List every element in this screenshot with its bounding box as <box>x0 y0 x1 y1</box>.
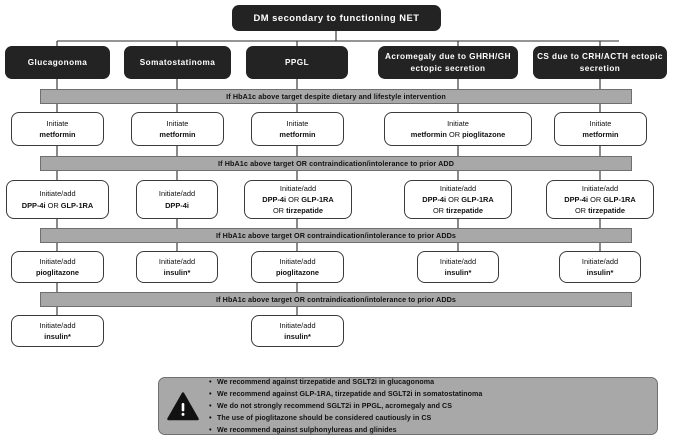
etiology-node-ppgl[interactable]: PPGL <box>246 46 348 79</box>
recommendations-note-box: We recommend against tirzepatide and SGL… <box>158 376 658 438</box>
treatment-line-2: DPP-4i OR GLP-1RA <box>422 194 494 204</box>
treatment-line-3: OR tirzepatide <box>574 206 626 216</box>
treatment-line-1: Initiate/add <box>439 183 477 193</box>
treatment-line-1: Initiate <box>46 118 69 128</box>
condition-bar-1: If HbA1c above target despite dietary an… <box>40 89 632 104</box>
treatment-text: Initiate metformin <box>279 118 315 140</box>
treatment-line-2: pioglitazone <box>35 268 80 277</box>
treatment-line-2: insulin* <box>586 268 614 277</box>
treatment-step4-col3[interactable]: Initiate/add insulin* <box>251 315 344 347</box>
treatment-step3-col1[interactable]: Initiate/add pioglitazone <box>11 251 104 283</box>
treatment-line-2: insulin* <box>163 268 191 277</box>
condition-bar-label: If HbA1c above target OR contraindicatio… <box>215 231 457 240</box>
treatment-line-2: DPP-4i OR GLP-1RA <box>564 194 636 204</box>
treatment-step2-col5[interactable]: Initiate/add DPP-4i OR GLP-1RA OR tirzep… <box>546 180 654 219</box>
treatment-line-2: metformin <box>582 130 619 139</box>
treatment-line-1: Initiate/add <box>581 183 619 193</box>
treatment-step3-col2[interactable]: Initiate/add insulin* <box>136 251 218 283</box>
treatment-step2-col3[interactable]: Initiate/add DPP-4i OR GLP-1RA OR tirzep… <box>244 180 352 219</box>
treatment-text: Initiate/add pioglitazone <box>276 256 319 278</box>
treatment-step1-col3[interactable]: Initiate metformin <box>251 112 344 146</box>
list-item: We recommend against tirzepatide and SGL… <box>209 376 482 389</box>
etiology-label: CS due to CRH/ACTH ectopic secretion <box>537 51 663 73</box>
etiology-node-somatostatinoma[interactable]: Somatostatinoma <box>124 46 231 79</box>
condition-bar-label: If HbA1c above target OR contraindicatio… <box>215 295 457 304</box>
etiology-node-acromegaly[interactable]: Acromegaly due to GHRH/GH ectopic secret… <box>378 46 518 79</box>
treatment-step1-col4[interactable]: Initiate metformin OR pioglitazone <box>384 112 532 146</box>
treatment-line-1: Initiate/add <box>279 320 316 330</box>
treatment-step2-col2[interactable]: Initiate/add DPP-4i <box>136 180 218 219</box>
treatment-line-2: metformin <box>279 130 316 139</box>
list-item: We do not strongly recommend SGLT2i in P… <box>209 400 482 413</box>
treatment-text: Initiate/add DPP-4i OR GLP-1RA OR tirzep… <box>564 183 635 216</box>
treatment-step3-col4[interactable]: Initiate/add insulin* <box>417 251 499 283</box>
list-item: We recommend against GLP-1RA, tirzepatid… <box>209 388 482 401</box>
treatment-line-1: Initiate/add <box>279 256 316 266</box>
treatment-line-2: pioglitazone <box>275 268 320 277</box>
treatment-text: Initiate/add insulin* <box>279 320 315 342</box>
treatment-text: Initiate/add insulin* <box>159 256 195 278</box>
treatment-text: Initiate/add pioglitazone <box>36 256 79 278</box>
condition-bar-4: If HbA1c above target OR contraindicatio… <box>40 292 632 307</box>
treatment-line-1: Initiate/add <box>39 189 76 199</box>
treatment-text: Initiate/add insulin* <box>582 256 618 278</box>
condition-bar-3: If HbA1c above target OR contraindicatio… <box>40 228 632 243</box>
recommendations-list: We recommend against tirzepatide and SGL… <box>206 376 482 438</box>
treatment-text: Initiate/add DPP-4i OR GLP-1RA OR tirzep… <box>422 183 493 216</box>
treatment-line-1: Initiate/add <box>158 189 196 199</box>
treatment-line-1: Initiate/add <box>39 256 76 266</box>
treatment-line-2: metformin OR pioglitazone <box>410 130 506 139</box>
condition-bar-2: If HbA1c above target OR contraindicatio… <box>40 156 632 171</box>
treatment-line-1: Initiate <box>589 118 612 128</box>
treatment-step1-col2[interactable]: Initiate metformin <box>131 112 224 146</box>
treatment-line-1: Initiate/add <box>279 183 317 193</box>
treatment-line-2: metformin <box>159 130 196 139</box>
treatment-step3-col3[interactable]: Initiate/add pioglitazone <box>251 251 344 283</box>
treatment-line-2: metformin <box>39 130 76 139</box>
treatment-line-2: DPP-4i <box>165 200 189 210</box>
treatment-line-1: Initiate/add <box>439 256 477 266</box>
etiology-label: Acromegaly due to GHRH/GH ectopic secret… <box>385 51 511 73</box>
treatment-text: Initiate/add insulin* <box>440 256 476 278</box>
treatment-step4-col1[interactable]: Initiate/add insulin* <box>11 315 104 347</box>
treatment-line-2: insulin* <box>444 268 472 277</box>
treatment-line-2: DPP-4i OR GLP-1RA <box>21 200 94 210</box>
treatment-line-2: insulin* <box>44 332 71 341</box>
treatment-text: Initiate/add DPP-4i OR GLP-1RA <box>22 188 93 210</box>
treatment-line-1: Initiate/add <box>581 256 619 266</box>
treatment-line-1: Initiate <box>286 118 309 128</box>
treatment-step2-col4[interactable]: Initiate/add DPP-4i OR GLP-1RA OR tirzep… <box>404 180 512 219</box>
condition-bar-label: If HbA1c above target despite dietary an… <box>226 92 446 101</box>
treatment-text: Initiate/add DPP-4i <box>159 188 195 210</box>
etiology-label: Somatostatinoma <box>139 57 216 67</box>
treatment-step1-col5[interactable]: Initiate metformin <box>554 112 647 146</box>
treatment-line-3: OR tirzepatide <box>272 206 324 216</box>
treatment-line-1: Initiate <box>166 118 189 128</box>
treatment-text: Initiate metformin OR pioglitazone <box>411 118 505 140</box>
condition-bar-label: If HbA1c above target OR contraindicatio… <box>218 159 454 168</box>
treatment-text: Initiate metformin <box>39 118 75 140</box>
treatment-text: Initiate/add DPP-4i OR GLP-1RA OR tirzep… <box>262 183 333 216</box>
list-item: The use of pioglitazone should be consid… <box>209 412 482 425</box>
treatment-line-1: Initiate <box>447 118 469 128</box>
etiology-node-cs[interactable]: CS due to CRH/ACTH ectopic secretion <box>533 46 667 79</box>
treatment-text: Initiate metformin <box>582 118 618 140</box>
treatment-step2-col1[interactable]: Initiate/add DPP-4i OR GLP-1RA <box>6 180 109 219</box>
etiology-label: Glucagonoma <box>27 57 88 67</box>
treatment-text: Initiate/add insulin* <box>39 320 75 342</box>
list-item: We recommend against sulphonylureas and … <box>209 424 482 437</box>
warning-triangle-icon <box>166 390 200 422</box>
page-title-label: DM secondary to functioning NET <box>253 12 420 24</box>
treatment-line-1: Initiate/add <box>39 320 76 330</box>
treatment-text: Initiate metformin <box>159 118 195 140</box>
etiology-label: PPGL <box>284 57 310 67</box>
treatment-line-3: OR tirzepatide <box>432 206 484 216</box>
treatment-line-2: insulin* <box>284 332 311 341</box>
treatment-step3-col5[interactable]: Initiate/add insulin* <box>559 251 641 283</box>
treatment-line-1: Initiate/add <box>158 256 196 266</box>
page-title: DM secondary to functioning NET <box>232 5 441 31</box>
treatment-line-2: DPP-4i OR GLP-1RA <box>262 194 334 204</box>
treatment-step1-col1[interactable]: Initiate metformin <box>11 112 104 146</box>
etiology-node-glucagonoma[interactable]: Glucagonoma <box>5 46 110 79</box>
